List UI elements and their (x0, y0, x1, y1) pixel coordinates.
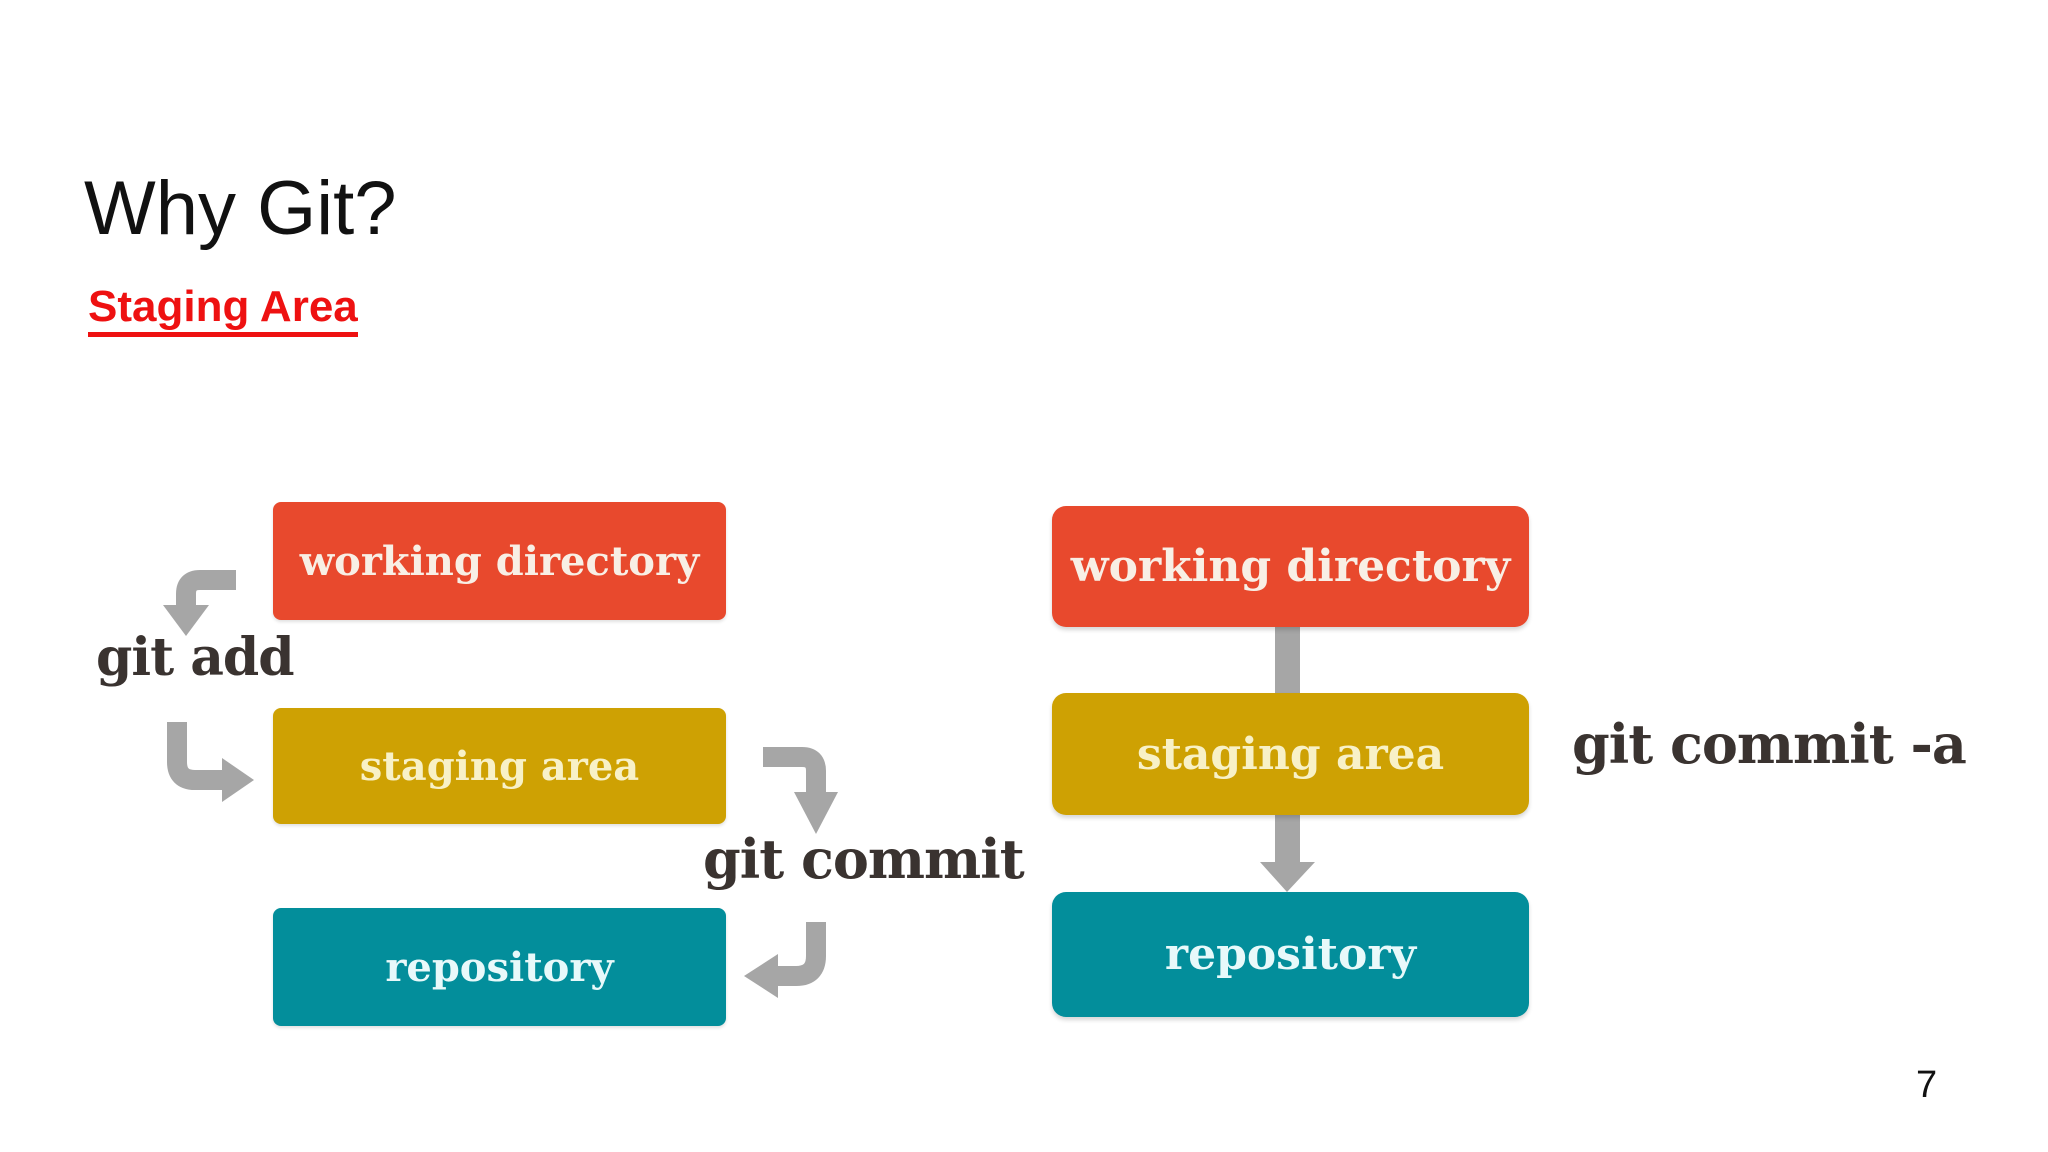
git-add-elbow-arrow-right-icon (167, 722, 254, 802)
git-commit-elbow-arrow-left-icon (744, 922, 826, 998)
flow-arrow-wd-to-staging-icon (1275, 626, 1300, 694)
slide-subtitle: Staging Area (88, 285, 358, 337)
staging-area-box-right: staging area (1052, 693, 1529, 815)
working-directory-box: working directory (273, 502, 726, 620)
git-commit-a-command-label: git commit -a (1572, 712, 1967, 776)
page-number: 7 (1916, 1064, 1938, 1106)
git-add-command-label: git add (96, 627, 295, 688)
flow-arrow-staging-to-repo-icon (1260, 814, 1315, 892)
repository-box: repository (273, 908, 726, 1026)
page-title: Why Git? (84, 165, 397, 251)
git-commit-elbow-arrow-down-icon (763, 747, 838, 834)
git-commit-command-label: git commit (703, 827, 1025, 891)
repository-box-right: repository (1052, 892, 1529, 1017)
staging-area-box: staging area (273, 708, 726, 824)
working-directory-box-right: working directory (1052, 506, 1529, 627)
